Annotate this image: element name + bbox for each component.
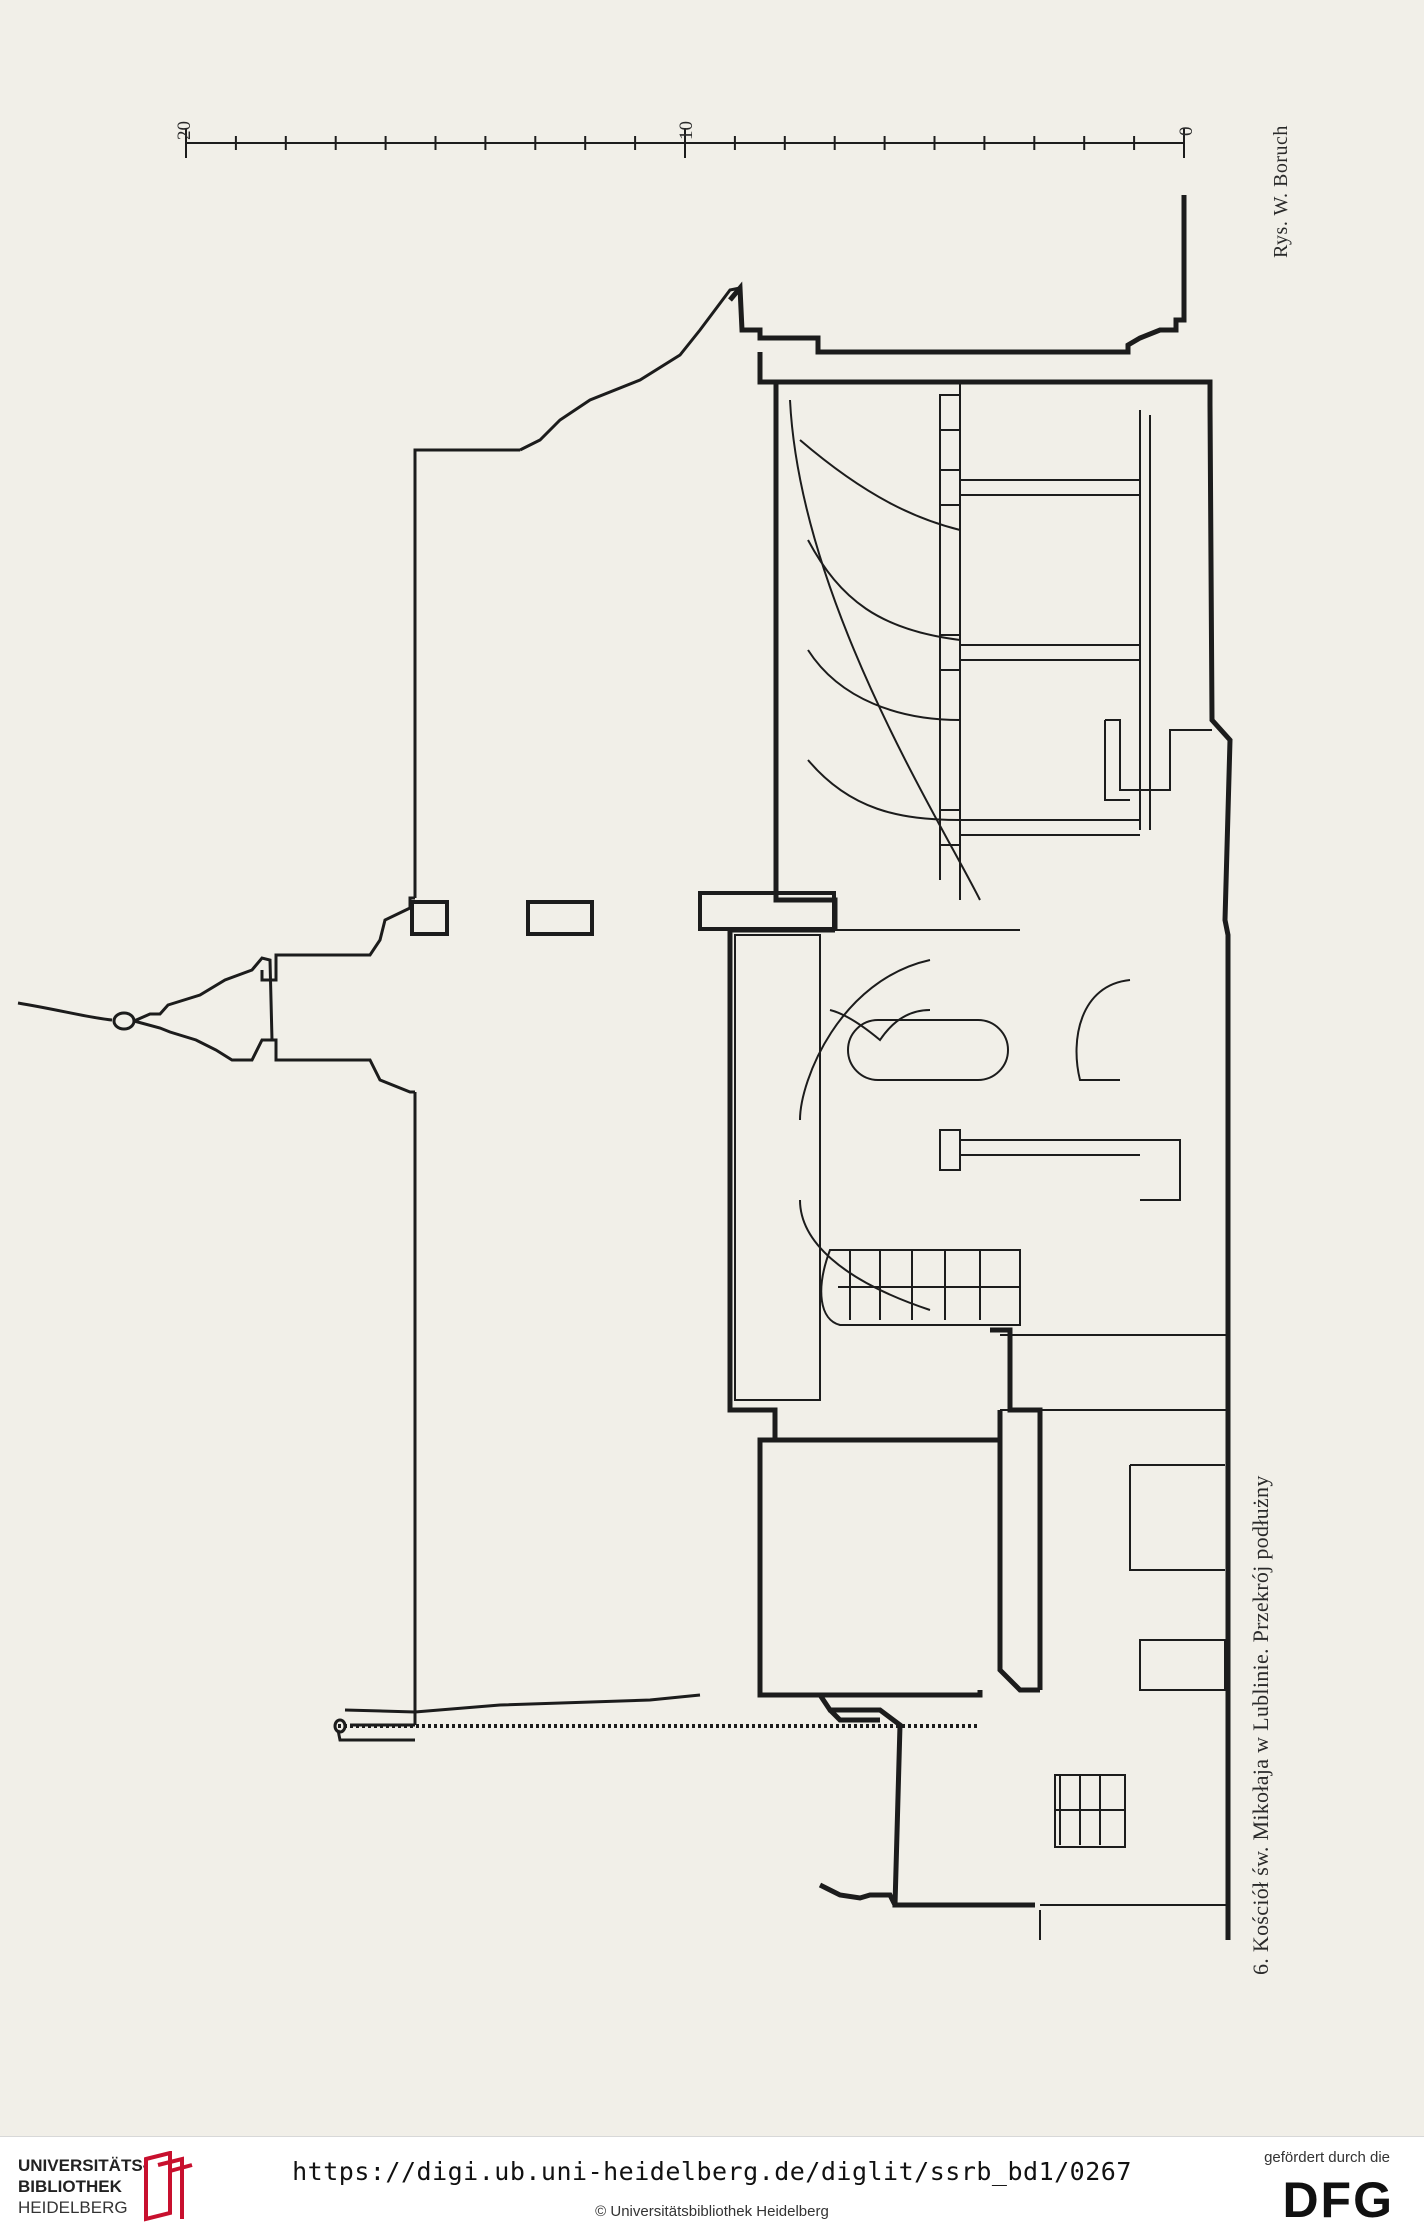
- library-line-3: HEIDELBERG: [18, 2198, 128, 2217]
- piers: [939, 394, 1181, 1201]
- scale-label-20: 20: [174, 121, 195, 140]
- library-name: UNIVERSITÄTS- BIBLIOTHEK HEIDELBERG: [18, 2155, 148, 2218]
- church-section-outline: [727, 195, 1233, 1940]
- scale-label-0: 0: [1176, 126, 1197, 137]
- drawing-credit: Rys. W. Boruch: [1270, 125, 1292, 258]
- dfg-logo: DFG: [1282, 2172, 1394, 2228]
- copyright-notice: © Universitätsbibliothek Heidelberg: [595, 2203, 829, 2220]
- figure-caption: 6. Kościół św. Mikołaja w Lublinie. Prze…: [1248, 1475, 1273, 1975]
- scanned-page: 20 10 0 Rys. W. Boruch 6. Kościół św. Mi…: [17, 121, 1292, 1975]
- library-line-2: BIBLIOTHEK: [18, 2177, 122, 2196]
- scale-label-10: 10: [676, 121, 697, 140]
- library-logo-icon: [144, 2151, 193, 2222]
- scale-bar: [185, 128, 1185, 158]
- sponsor-label: gefördert durch die: [1264, 2149, 1390, 2166]
- library-line-1: UNIVERSITÄTS-: [18, 2156, 149, 2175]
- nave-vaults: [734, 380, 1230, 1940]
- architectural-section-drawing: [17, 128, 1233, 1940]
- viewer-footer: UNIVERSITÄTS- BIBLIOTHEK HEIDELBERG http…: [0, 2136, 1424, 2238]
- permalink-url[interactable]: https://digi.ub.uni-heidelberg.de/diglit…: [292, 2157, 1132, 2186]
- tower-outline: [17, 286, 980, 1742]
